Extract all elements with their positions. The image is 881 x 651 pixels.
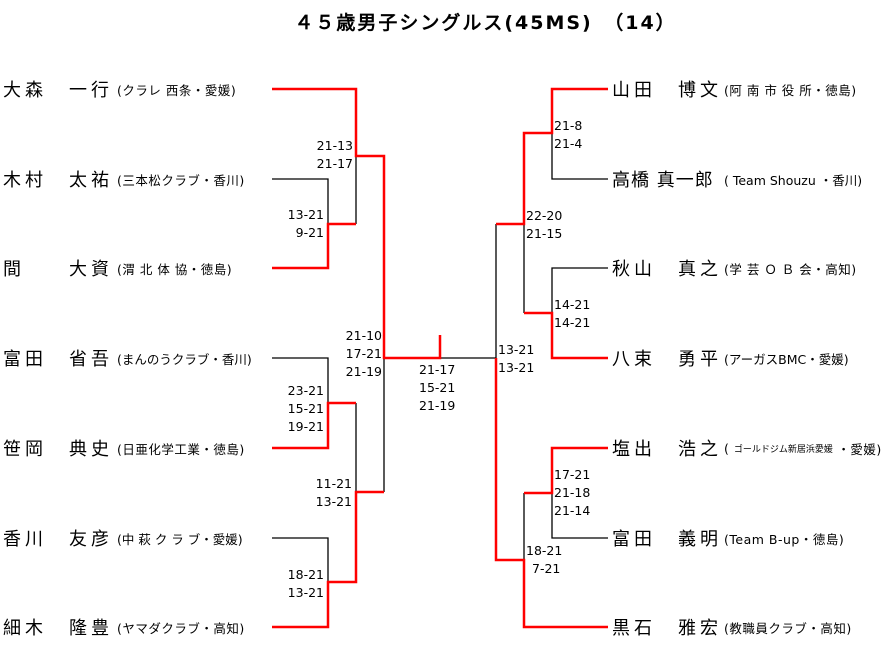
winner-lines	[272, 87, 608, 629]
player-affiliation: ・愛媛)	[832, 441, 881, 457]
game-score: 13-21	[498, 342, 535, 357]
game-score: 21-4	[554, 136, 583, 151]
player-name: 笹岡 典史	[3, 439, 113, 460]
player-left-6: 香川 友彦(中 萩 ク ラ ブ・愛媛)	[3, 527, 243, 550]
match-score: 23-21 15-21 19-21	[288, 382, 324, 436]
player-affiliation: ( Team Shouzu ・香川)	[724, 172, 863, 188]
game-score: 11-21	[315, 476, 352, 491]
player-left-2: 木村 太祐(三本松クラブ・香川)	[3, 168, 245, 191]
player-name: 富田 省吾	[3, 349, 113, 370]
game-score: 21-19	[345, 364, 382, 379]
player-affiliation: (Team B-up・徳島)	[724, 531, 845, 547]
player-name: 山田 博文	[612, 80, 722, 101]
player-affiliation: (阿 南 市 役 所・徳島)	[724, 82, 857, 98]
game-score: 21-13	[316, 138, 353, 153]
game-score: 14-21	[554, 297, 591, 312]
final-score: 21-17 15-21 21-19	[419, 361, 455, 415]
player-name: 木村 太祐	[3, 170, 113, 191]
player-affiliation: (三本松クラブ・香川)	[117, 172, 245, 188]
game-score: 17-21	[554, 467, 591, 482]
player-affiliation: (学 芸 Ｏ Ｂ 会・高知)	[724, 261, 857, 277]
game-score: 15-21	[419, 380, 456, 395]
game-score: 21-17	[316, 156, 353, 171]
player-left-4: 富田 省吾(まんのうクラブ・香川)	[3, 347, 252, 370]
game-score: 21-10	[345, 328, 382, 343]
game-score: 13-21	[315, 494, 352, 509]
game-score: 22-20	[526, 208, 563, 223]
player-affiliation: (ヤマダクラブ・高知)	[117, 620, 245, 636]
player-name: 香川 友彦	[3, 529, 113, 550]
player-name: 富田 義明	[612, 529, 722, 550]
match-score: 18-21 7-21	[526, 542, 562, 578]
game-score: 19-21	[287, 419, 324, 434]
game-score: 18-21	[526, 543, 563, 558]
match-score: 21-13 21-17	[317, 137, 353, 173]
player-name: 八束 勇平	[612, 349, 722, 370]
game-score: 13-21	[287, 585, 324, 600]
player-name: 大森 一行	[3, 80, 113, 101]
game-score: 15-21	[287, 401, 324, 416]
match-score: 22-20 21-15	[526, 207, 562, 243]
match-score: 11-21 13-21	[316, 475, 352, 511]
game-score: 13-21	[287, 207, 324, 222]
player-right-5: 塩出 浩之( ゴールドジム新居浜愛媛 ・愛媛)	[612, 437, 881, 460]
match-score: 21-8 21-4	[554, 117, 582, 153]
game-score: 23-21	[287, 383, 324, 398]
player-name: 黒石 雅宏	[612, 618, 722, 639]
bracket-title: ４５歳男子シングルス(45MS) （14）	[294, 12, 677, 34]
game-score: 21-19	[419, 398, 456, 413]
game-score: 7-21	[532, 561, 561, 576]
player-right-3: 秋山 真之(学 芸 Ｏ Ｂ 会・高知)	[612, 257, 857, 280]
game-score: 21-15	[526, 226, 563, 241]
player-affiliation: (日亜化学工業・徳島)	[117, 441, 245, 457]
game-score: 9-21	[295, 225, 324, 240]
player-right-7: 黒石 雅宏(教職員クラブ・高知)	[612, 616, 852, 639]
player-left-5: 笹岡 典史(日亜化学工業・徳島)	[3, 437, 245, 460]
game-score: 18-21	[287, 567, 324, 582]
game-score: 21-18	[554, 485, 591, 500]
player-affiliation-prefix: (	[724, 440, 734, 456]
game-score: 21-8	[554, 118, 583, 133]
player-affiliation: (クラレ 西条・愛媛)	[117, 82, 237, 98]
player-right-4: 八束 勇平(アーガスBMC・愛媛)	[612, 347, 849, 370]
player-left-7: 細木 隆豊(ヤマダクラブ・高知)	[3, 616, 245, 639]
player-affiliation: (中 萩 ク ラ ブ・愛媛)	[117, 531, 243, 547]
match-score: 21-10 17-21 21-19	[346, 327, 382, 381]
match-score: 18-21 13-21	[288, 566, 324, 602]
match-score: 13-21 13-21	[498, 341, 534, 377]
player-affiliation: (アーガスBMC・愛媛)	[724, 351, 849, 367]
player-name: 間 大資	[3, 259, 113, 280]
player-affiliation-club: ゴールドジム新居浜愛媛	[733, 444, 833, 455]
player-left-3: 間 大資(渭 北 体 協・徳島)	[3, 257, 233, 280]
match-score: 13-21 9-21	[288, 206, 324, 242]
player-name: 細木 隆豊	[3, 618, 113, 639]
game-score: 14-21	[554, 315, 591, 330]
player-name: 高橋 真一郎	[612, 170, 714, 191]
game-score: 21-14	[554, 503, 591, 518]
player-right-1: 山田 博文(阿 南 市 役 所・徳島)	[612, 78, 857, 101]
match-score: 14-21 14-21	[554, 296, 590, 332]
player-name: 秋山 真之	[612, 259, 722, 280]
game-score: 21-17	[419, 362, 456, 377]
game-score: 13-21	[498, 360, 535, 375]
player-affiliation: (まんのうクラブ・香川)	[117, 351, 252, 367]
game-score: 17-21	[345, 346, 382, 361]
player-right-2: 高橋 真一郎 ( Team Shouzu ・香川)	[612, 168, 863, 191]
player-affiliation: (渭 北 体 協・徳島)	[117, 261, 233, 277]
player-left-1: 大森 一行(クラレ 西条・愛媛)	[3, 78, 237, 101]
loser-lines	[272, 133, 608, 582]
player-name: 塩出 浩之	[612, 439, 722, 460]
player-affiliation: (教職員クラブ・高知)	[724, 620, 852, 636]
player-right-6: 富田 義明(Team B-up・徳島)	[612, 527, 845, 550]
match-score: 17-21 21-18 21-14	[554, 466, 590, 520]
